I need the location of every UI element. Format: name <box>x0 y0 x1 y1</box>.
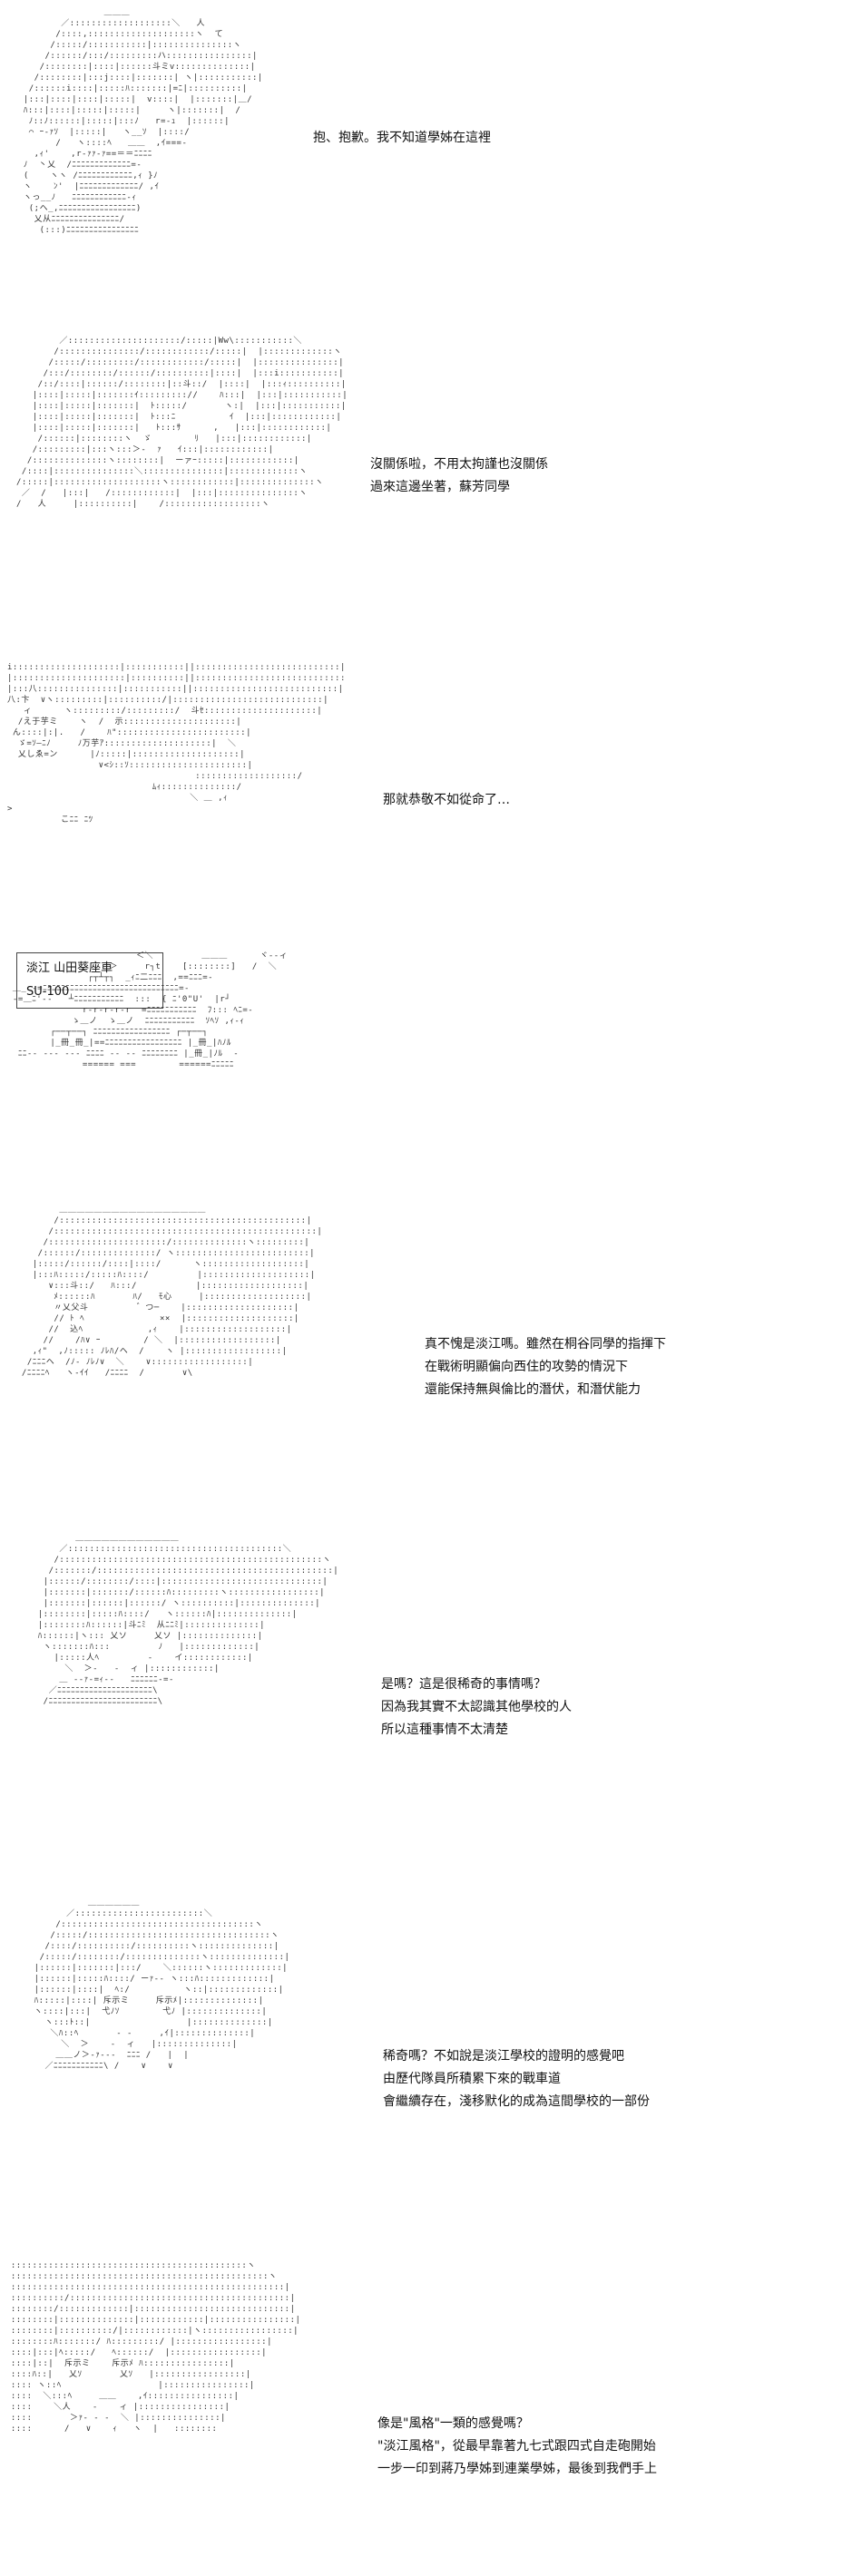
dialogue-line: 抱、抱歉。我不知道學姊在這裡 <box>313 131 491 145</box>
dialogue-text: 像是"風格"一類的感覺嗎？ "淡江風格"，從最早靠著九七式跟四式自走砲開始 一步… <box>377 2413 657 2481</box>
dialogue-text: 那就恭敬不如從命了… <box>383 789 510 812</box>
ascii-art-tank: ＜＼ ＿＿＿ ヾ--ィ ＞ r┐t [::::::::] / ＼ ┌┬┴┬┐ _… <box>12 951 289 1069</box>
dialogue-line: 所以這種事情不太清楚 <box>381 1722 508 1737</box>
dialogue-line: 稀奇嗎？不如說是淡江學校的證明的感覺吧 <box>383 2049 624 2064</box>
dialogue-line: 是嗎？這是很稀奇的事情嗎？ <box>381 1677 546 1692</box>
dialogue-line: 一步一印到蔣乃學姊到連業學姊，最後到我們手上 <box>377 2462 657 2476</box>
dialogue-text: 是嗎？這是很稀奇的事情嗎？ 因為我其實不太認識其他學校的人 所以這種事情不太清楚 <box>381 1673 572 1742</box>
ascii-art-character: i::::::::::::::::::::|:::::::::::||:::::… <box>7 663 346 825</box>
ascii-art-character: ＿＿＿＿＿＿＿＿＿＿＿＿ ／::::::::::::::::::::::::::… <box>37 1534 339 1706</box>
dialogue-line: 由歷代隊員所積累下來的戰車道 <box>383 2072 561 2086</box>
dialogue-line: 在戰術明顯偏向西住的攻勢的情況下 <box>425 1360 628 1374</box>
dialogue-text: 真不愧是淡江嗎。雖然在桐谷同學的指揮下 在戰術明顯偏向西住的攻勢的情況下 還能保… <box>425 1333 666 1401</box>
tank-caption-box: 淡江 山田葵座車 SU-100 <box>16 952 163 1009</box>
dialogue-line: 沒關係啦，不用太拘謹也沒關係 <box>370 457 548 472</box>
tank-model-label: SU-100 <box>26 985 70 999</box>
ascii-art-character: ＿＿＿＿＿＿＿＿＿＿＿＿＿＿＿＿＿ /:::::::::::::::::::::… <box>21 1205 323 1378</box>
dialogue-line: 過來這邊坐著，蘇芳同學 <box>370 480 510 494</box>
dialogue-line: 那就恭敬不如從命了… <box>383 793 510 807</box>
panel-6: ＿＿＿＿＿＿＿＿＿＿＿＿ ／::::::::::::::::::::::::::… <box>0 1524 862 1869</box>
panel-4: 淡江 山田葵座車 SU-100 ＜＼ ＿＿＿ ヾ--ィ ＞ r┐t [:::::… <box>0 934 862 1179</box>
ascii-art-character: ＿＿＿＿＿＿ ／::::::::::::::::::::::::＼ /:::::… <box>34 1898 290 2071</box>
dialogue-text: 抱、抱歉。我不知道學姊在這裡 <box>313 127 491 150</box>
dialogue-text: 稀奇嗎？不如說是淡江學校的證明的感覺吧 由歷代隊員所積累下來的戰車道 會繼續存在… <box>383 2045 650 2113</box>
panel-1: ＿＿＿ ／:::::::::::::::::::＼ 人 /::::,::::::… <box>0 0 862 308</box>
ascii-art-character: ／:::::::::::::::::::::/:::::|Ww\::::::::… <box>16 337 348 509</box>
panel-2: ／:::::::::::::::::::::/:::::|Ww\::::::::… <box>0 327 862 635</box>
dialogue-line: 因為我其實不太認識其他學校的人 <box>381 1700 572 1714</box>
dialogue-line: 像是"風格"一類的感覺嗎？ <box>377 2416 529 2431</box>
dialogue-line: 還能保持無與倫比的潛伏，和潛伏能力 <box>425 1382 641 1397</box>
panel-7: ＿＿＿＿＿＿ ／::::::::::::::::::::::::＼ /:::::… <box>0 1887 862 2231</box>
panel-3: i::::::::::::::::::::|:::::::::::||:::::… <box>0 653 862 916</box>
ascii-art-character: ::::::::::::::::::::::::::::::::::::::::… <box>10 2261 301 2434</box>
tank-crew-label: 淡江 山田葵座車 <box>26 961 113 975</box>
ascii-art-character: ＿＿＿ ／:::::::::::::::::::＼ 人 /::::,::::::… <box>23 8 263 235</box>
panel-5: ＿＿＿＿＿＿＿＿＿＿＿＿＿＿＿＿＿ /:::::::::::::::::::::… <box>0 1197 862 1506</box>
panel-8: ::::::::::::::::::::::::::::::::::::::::… <box>0 2249 862 2576</box>
dialogue-text: 沒關係啦，不用太拘謹也沒關係 過來這邊坐著，蘇芳同學 <box>370 454 548 499</box>
dialogue-line: 會繼續存在，淺移默化的成為這間學校的一部份 <box>383 2094 650 2109</box>
dialogue-line: "淡江風格"，從最早靠著九七式跟四式自走砲開始 <box>377 2439 656 2454</box>
dialogue-line: 真不愧是淡江嗎。雖然在桐谷同學的指揮下 <box>425 1337 666 1351</box>
